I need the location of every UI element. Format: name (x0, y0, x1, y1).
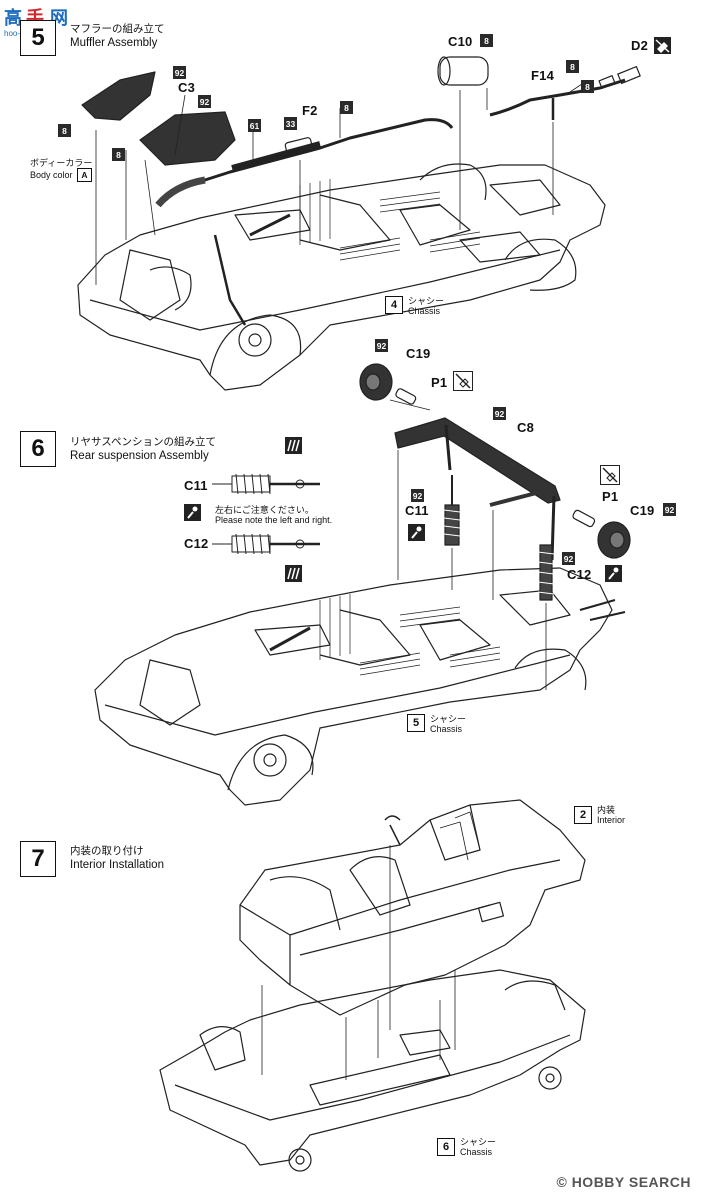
step-5-number: 5 (20, 20, 56, 56)
spring-icon (285, 437, 302, 454)
glue-icon (654, 37, 671, 54)
part-c8: C8 (517, 420, 535, 435)
step-7-title-en: Interior Installation (70, 859, 164, 871)
chassis-5-jp: シャシー (430, 715, 467, 725)
note-lr-jp: 左右にご注意ください。 (215, 506, 314, 516)
chassis-6-jp: シャシー (460, 1138, 497, 1148)
paint-tag-92: 92 (663, 503, 676, 516)
chassis-4-number: 4 (385, 296, 403, 314)
body-color-label-jp: ボディーカラー (30, 159, 93, 169)
step-6-title-en: Rear suspension Assembly (70, 450, 209, 462)
caution-icon (408, 524, 425, 541)
interior-jp: 内装 (597, 806, 616, 816)
interior-number: 2 (574, 806, 592, 824)
part-c12: C12 (567, 567, 592, 582)
body-color-label-en: Body color (30, 170, 73, 180)
paint-tag-8: 8 (480, 34, 493, 47)
part-d2: D2 (631, 38, 649, 53)
svg-text:高: 高 (4, 7, 22, 29)
note-lr-en: Please note the left and right. (215, 515, 333, 525)
chassis-6-number: 6 (437, 1138, 455, 1156)
part-c11: C11 (405, 503, 429, 518)
caution-icon (184, 504, 201, 521)
hobby-search-watermark: © HOBBY SEARCH (556, 1174, 691, 1190)
step-7-title-jp: 内装の取り付け (70, 845, 144, 857)
paint-tag-92: 92 (493, 407, 506, 420)
chassis-5-en: Chassis (430, 724, 463, 734)
spring-icon (285, 565, 302, 582)
chassis-5-number: 5 (407, 714, 425, 732)
part-p1: P1 (602, 489, 619, 504)
paint-tag-8: 8 (340, 101, 353, 114)
part-c3: C3 (178, 80, 196, 95)
chassis-4-jp: シャシー (408, 297, 445, 307)
step-7-number: 7 (20, 841, 56, 877)
part-c10: C10 (448, 34, 473, 49)
step-6-title-jp: リヤサスペンションの組み立て (70, 436, 217, 448)
copyright-symbol: © (556, 1174, 568, 1190)
paint-tag-92: 92 (198, 95, 211, 108)
paint-tag-8: 8 (581, 80, 594, 93)
chassis-6-en: Chassis (460, 1147, 493, 1157)
paint-tag-92: 92 (173, 66, 186, 79)
step-5-title-en: Muffler Assembly (70, 37, 158, 49)
paint-tag-92: 92 (375, 339, 388, 352)
no-paint-icon (453, 371, 473, 391)
paint-tag-8: 8 (58, 124, 71, 137)
paint-tag-92: 92 (411, 489, 424, 502)
step-6-number: 6 (20, 431, 56, 467)
no-paint-icon (600, 465, 620, 485)
interior-en: Interior (597, 815, 626, 825)
part-p1: P1 (431, 375, 448, 390)
part-c19: C19 (406, 346, 431, 361)
part-c11-left: C11 (184, 478, 208, 493)
body-color-code: A (77, 168, 92, 182)
chassis-4-en: Chassis (408, 306, 441, 316)
paint-tag-8: 8 (566, 60, 579, 73)
paint-tag-33: 33 (284, 117, 297, 130)
paint-tag-92: 92 (562, 552, 575, 565)
paint-tag-61: 61 (248, 119, 261, 132)
part-c12-left: C12 (184, 536, 209, 551)
caution-icon (605, 565, 622, 582)
brand-text: HOBBY SEARCH (571, 1174, 691, 1190)
paint-tag-8: 8 (112, 148, 125, 161)
part-f14: F14 (531, 68, 555, 83)
step-5-title-jp: マフラーの組み立て (70, 23, 165, 35)
part-c19: C19 (630, 503, 655, 518)
part-f2: F2 (302, 103, 318, 118)
